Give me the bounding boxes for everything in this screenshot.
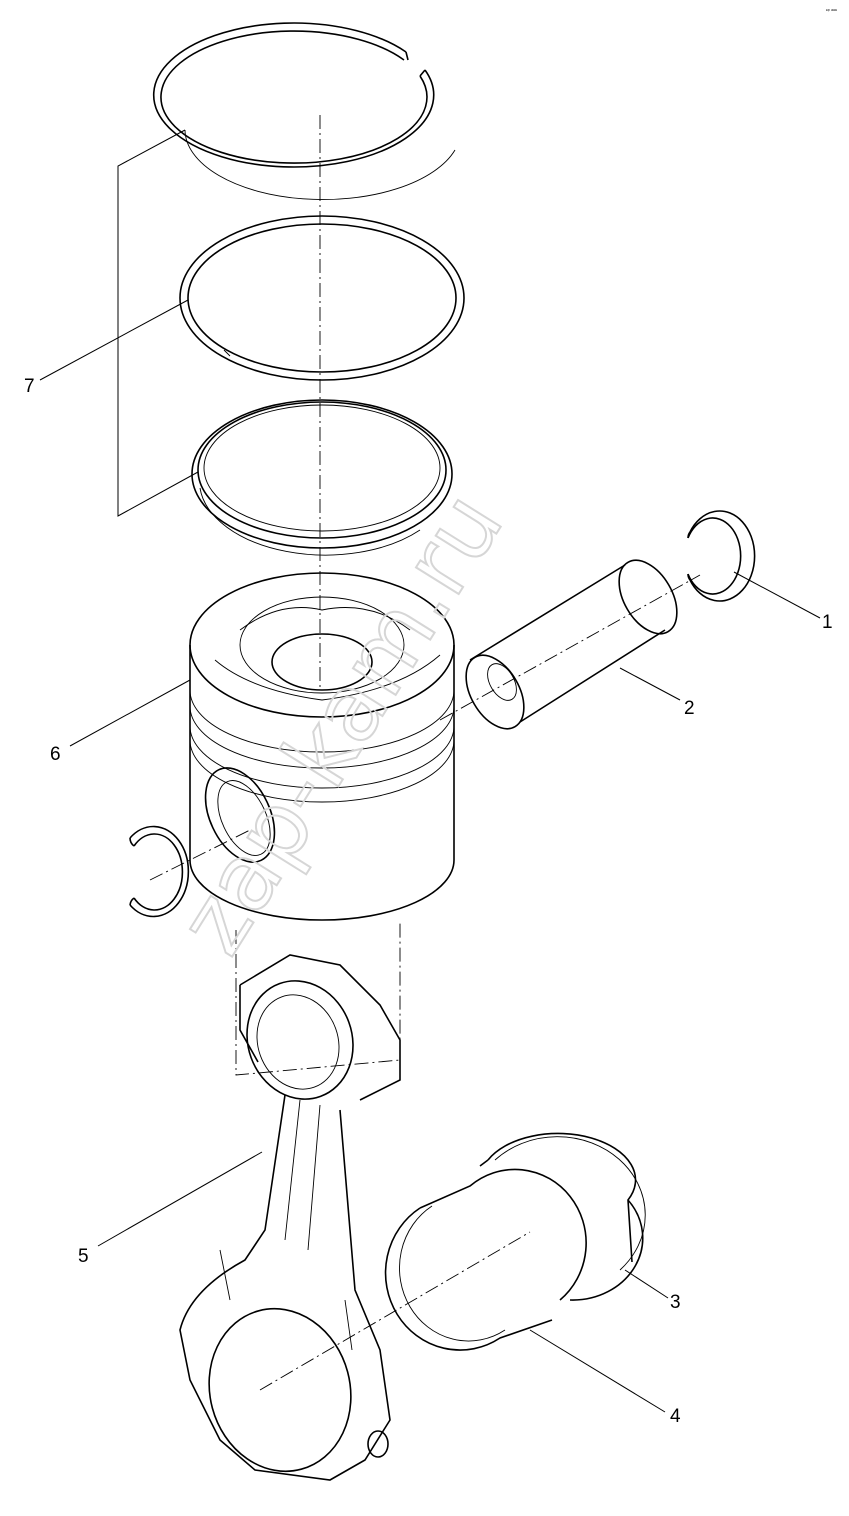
piston [189, 572, 455, 921]
bearing-shell-upper [479, 1132, 646, 1301]
ring-group-bracket [117, 129, 199, 517]
callout-3: 3 [670, 1292, 681, 1313]
callout-1: 1 [822, 612, 833, 633]
callout-7: 7 [24, 376, 35, 397]
leader-2 [619, 667, 681, 701]
rod-axis [235, 920, 401, 1076]
snap-ring-left [129, 825, 190, 918]
leader-1 [733, 571, 821, 619]
piston-ring-top [152, 22, 456, 201]
bearing-shell-lower [384, 1168, 587, 1351]
callout-6: 6 [50, 744, 61, 765]
piston-pin [465, 559, 678, 730]
callout-2: 2 [684, 698, 695, 719]
connecting-rod [179, 954, 401, 1481]
leader-3 [624, 1269, 669, 1299]
corner-mark: ᵉᵖ ᵃᵃᵃ [826, 8, 837, 14]
leader-6 [69, 679, 191, 747]
leader-4 [529, 1329, 666, 1413]
callout-5: 5 [78, 1246, 89, 1267]
watermark: zap-kam.ru [158, 475, 524, 972]
leader-5 [97, 1151, 263, 1247]
callout-4: 4 [670, 1406, 681, 1427]
ring-group-bracket-mid [39, 299, 189, 381]
piston-ring-oil [191, 399, 453, 556]
snap-ring-right [687, 510, 756, 602]
piston-ring-middle [179, 215, 465, 381]
pin-axis [149, 574, 701, 881]
